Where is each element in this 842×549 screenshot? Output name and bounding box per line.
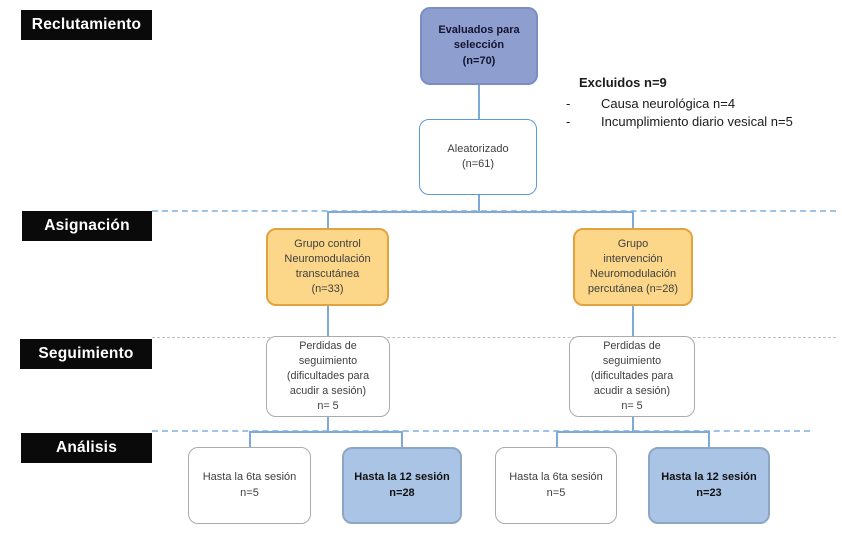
excluded-annotation: Excluidos n=9 - Causa neurológica n=4 - … [566, 74, 838, 132]
box-grupo-control: Grupo control Neuromodulación transcután… [266, 228, 389, 306]
box-perdidas-control: Perdidas de seguimiento (dificultades pa… [266, 336, 390, 417]
box-line: n= 5 [621, 399, 643, 412]
connector-analisis-control-horizontal [249, 431, 403, 433]
box-line: (dificultades para [590, 370, 674, 383]
bullet-dash: - [566, 96, 571, 112]
box-analisis-control-6ta: Hasta la 6ta sesión n=5 [188, 447, 311, 524]
box-line: seguimiento [602, 355, 662, 368]
connector-asignacion-horizontal [327, 211, 634, 213]
box-line: percutánea (n=28) [587, 283, 679, 296]
stage-label-text: Seguimiento [38, 345, 134, 362]
stage-label-analisis: Análisis [21, 433, 152, 463]
excluded-item: - Causa neurológica n=4 [566, 95, 838, 113]
excluded-item: - Incumplimiento diario vesical n=5 [566, 113, 838, 131]
box-line: seguimiento [298, 355, 358, 368]
box-line: Perdidas de [299, 340, 357, 353]
box-line: Hasta la 6ta sesión [509, 471, 603, 484]
stage-label-text: Asignación [44, 217, 130, 234]
divider-seguimiento-dashed-line [152, 337, 836, 338]
connector-control-perdidas [327, 306, 329, 336]
stage-label-seguimiento: Seguimiento [20, 339, 152, 369]
stage-label-asignacion: Asignación [22, 211, 152, 241]
connector-drop-grupo-intervencion [632, 211, 634, 228]
excluded-item-text: Causa neurológica n=4 [601, 96, 736, 112]
box-line: n=5 [546, 486, 566, 499]
box-line: selección [453, 39, 505, 52]
box-line: intervención [603, 252, 663, 265]
box-line: (n=61) [461, 158, 495, 170]
box-line: Perdidas de [603, 340, 661, 353]
box-analisis-control-12: Hasta la 12 sesión n=28 [342, 447, 462, 524]
box-analisis-intervencion-6ta: Hasta la 6ta sesión n=5 [495, 447, 617, 524]
bullet-dash: - [566, 114, 571, 130]
box-line: Hasta la 12 sesión [354, 471, 450, 484]
connector-drop-analisis-intervencion-12 [708, 431, 710, 448]
connector-analisis-intervencion-horizontal [556, 431, 710, 433]
box-line: acudir a sesión) [289, 384, 367, 397]
box-line: Evaluados para [438, 24, 520, 37]
divider-analisis-dashed-line [152, 430, 810, 432]
box-line: Neuromodulación [589, 268, 677, 280]
stage-label-reclutamiento: Reclutamiento [21, 10, 152, 40]
box-line: n= 5 [317, 399, 339, 412]
box-line: Neuromodulación [284, 252, 371, 265]
excluded-title: Excluidos n=9 [579, 75, 667, 90]
box-evaluados-seleccion: Evaluados para selección (n=70) [420, 7, 538, 85]
excluded-item-text: Incumplimiento diario vesical n=5 [601, 114, 793, 130]
connector-intervencion-perdidas [632, 306, 634, 336]
box-analisis-intervencion-12: Hasta la 12 sesión n=23 [648, 447, 770, 524]
box-grupo-intervencion: Grupo intervención Neuromodulación percu… [573, 228, 693, 306]
connector-drop-analisis-control-12 [401, 431, 403, 448]
connector-perdidas-control-split [327, 417, 329, 432]
box-line: Hasta la 6ta sesión [202, 471, 297, 484]
box-line: transcutánea [295, 268, 360, 280]
connector-drop-analisis-intervencion-6 [556, 431, 558, 448]
box-line: (n=70) [462, 54, 496, 67]
box-line: Grupo control [294, 237, 361, 250]
box-line: (dificultades para [286, 370, 370, 383]
connector-aleatorizado-split [478, 194, 480, 212]
connector-evaluados-aleatorizado [478, 84, 480, 119]
box-line: Hasta la 12 sesión [661, 471, 757, 484]
connector-perdidas-intervencion-split [632, 417, 634, 432]
stage-label-text: Análisis [55, 439, 118, 456]
box-line: Grupo [617, 237, 649, 250]
box-line: Aleatorizado [447, 142, 509, 155]
box-aleatorizado: Aleatorizado (n=61) [419, 119, 537, 195]
box-line: n=28 [389, 486, 415, 499]
box-line: (n=33) [311, 283, 344, 296]
connector-drop-grupo-control [327, 211, 329, 228]
box-perdidas-intervencion: Perdidas de seguimiento (dificultades pa… [569, 336, 695, 417]
box-line: acudir a sesión) [593, 384, 671, 397]
box-line: n=23 [696, 486, 722, 499]
box-line: n=5 [240, 486, 259, 499]
stage-label-text: Reclutamiento [31, 16, 142, 33]
connector-drop-analisis-control-6 [249, 431, 251, 448]
